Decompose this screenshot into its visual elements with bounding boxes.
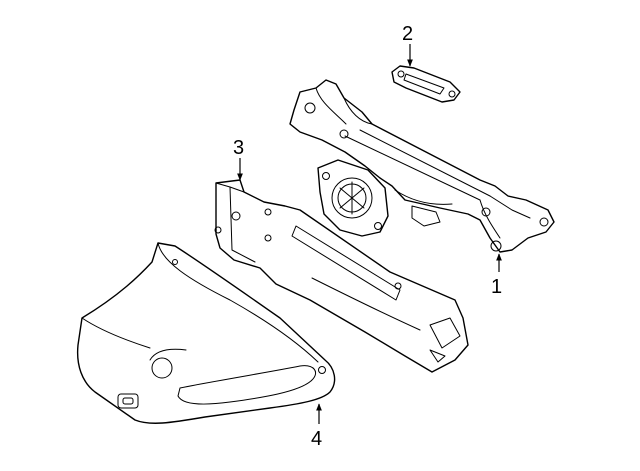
heat-shield-inner bbox=[214, 179, 469, 373]
callout-2: 2 bbox=[402, 23, 413, 45]
manifold-gasket bbox=[391, 65, 461, 103]
callout-4: 4 bbox=[311, 428, 322, 450]
callout-1: 1 bbox=[491, 276, 502, 298]
exhaust-manifold bbox=[289, 79, 555, 253]
callout-3: 3 bbox=[233, 137, 244, 159]
heat-shield-outer bbox=[76, 242, 336, 424]
